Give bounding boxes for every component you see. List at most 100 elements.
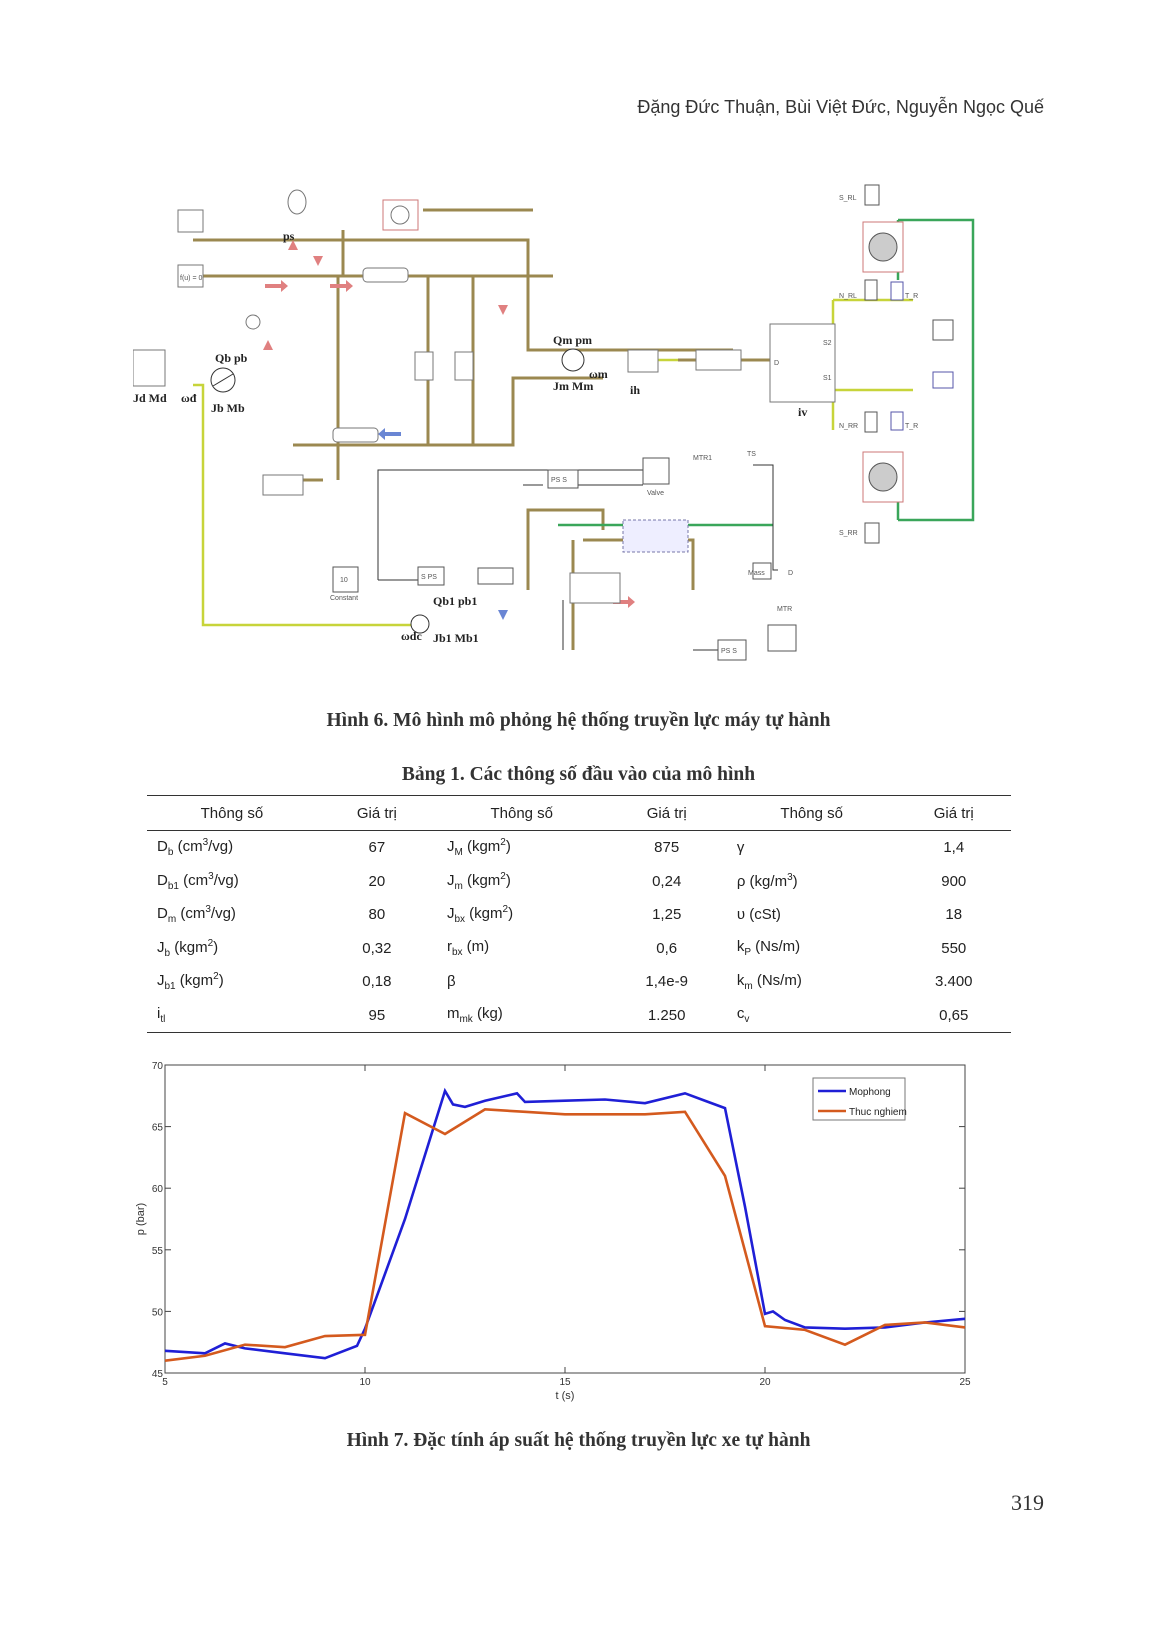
param-symbol: D	[157, 838, 168, 856]
table-header-row: Thông số Giá trị Thông số Giá trị Thông …	[147, 795, 1011, 831]
x-tick-label: 5	[162, 1377, 168, 1388]
table-header: Giá trị	[606, 795, 727, 831]
param-unit: (cm	[178, 871, 209, 889]
param-superscript: 2	[500, 870, 506, 882]
param-value-cell: 67	[368, 839, 386, 857]
param-name-cell: km (Ns/m)	[727, 965, 897, 999]
y-tick-label: 55	[152, 1246, 164, 1257]
param-unit-end: )	[218, 972, 224, 990]
param-unit: (kgm	[462, 838, 501, 856]
svg-text:Jm Mm: Jm Mm	[553, 379, 593, 393]
param-name-cell: Jb1 (kgm2)	[147, 965, 317, 999]
param-name-cell: ρ (kg/m3)	[727, 865, 897, 899]
param-superscript: 2	[502, 904, 509, 916]
param-symbol: D	[157, 871, 168, 889]
param-superscript: 3	[208, 870, 214, 882]
param-symbol: k	[736, 938, 745, 956]
param-unit: (cm	[176, 905, 206, 923]
param-value-cell: 1,25	[652, 906, 682, 924]
param-name-cell: Jm (kgm2)	[437, 865, 607, 899]
param-name-cell: itl	[147, 998, 317, 1033]
svg-text:PS S: PS S	[721, 648, 737, 655]
table-header: Giá trị	[316, 795, 437, 831]
svg-text:MTR1: MTR1	[693, 455, 712, 462]
param-name-cell: kP (Ns/m)	[727, 932, 897, 966]
param-superscript: 3	[205, 904, 211, 916]
param-subscript: b	[167, 847, 174, 859]
param-value-cell: 1.250	[606, 998, 727, 1033]
param-unit: (kg)	[472, 1005, 503, 1023]
table-header: Thông số	[436, 795, 607, 831]
param-symbol: γ	[736, 839, 745, 857]
param-value-cell: 0,32	[362, 939, 392, 957]
svg-text:10: 10	[340, 577, 348, 584]
param-superscript: 2	[207, 937, 214, 949]
param-symbol: D	[157, 905, 168, 923]
param-unit: (Ns/m)	[752, 971, 802, 989]
param-unit-end: /vg)	[210, 905, 236, 923]
diagram-labels: ps Qb pb Jd Md ωđ Jb Mb Qm pm ωm Jm Mm i…	[133, 195, 918, 655]
param-subscript: m	[744, 980, 753, 992]
parameter-table: Thông số Giá trị Thông số Giá trị Thông …	[147, 795, 1011, 1033]
table-header: Thông số	[147, 795, 317, 831]
param-value-cell: 900	[941, 872, 967, 890]
param-symbol: r	[446, 938, 452, 956]
param-symbol: J	[446, 905, 455, 923]
param-symbol: β	[446, 973, 456, 991]
svg-text:S_RR: S_RR	[839, 530, 858, 537]
param-subscript: P	[744, 947, 752, 959]
param-unit: (Ns/m)	[751, 938, 801, 956]
param-subscript: m	[454, 880, 463, 892]
param-unit-end: /vg)	[208, 838, 234, 856]
svg-text:iv: iv	[798, 405, 807, 419]
param-name-cell: Jb (kgm2)	[147, 932, 317, 966]
param-value-cell: 0,24	[652, 872, 682, 890]
param-subscript: b	[164, 947, 171, 959]
figure-7-caption: Hình 7. Đặc tính áp suất hệ thống truyền…	[346, 1430, 811, 1451]
param-unit-end: /vg)	[213, 871, 239, 889]
figure-6-caption: Hình 6. Mô hình mô phỏng hệ thống truyền…	[326, 710, 831, 731]
param-unit: (kgm	[170, 938, 208, 956]
table-header: Giá trị	[896, 795, 1011, 831]
param-symbol: J	[446, 838, 455, 856]
powertrain-simulation-diagram: f(u) = 0	[133, 184, 975, 661]
svg-text:Constant: Constant	[330, 595, 358, 602]
param-name-cell: cv	[726, 998, 897, 1033]
svg-text:D: D	[774, 360, 779, 367]
svg-text:ih: ih	[630, 383, 640, 397]
y-tick-label: 50	[152, 1307, 164, 1318]
param-subscript: m	[167, 914, 177, 926]
svg-text:ωm: ωm	[589, 367, 608, 381]
svg-text:D: D	[788, 570, 793, 577]
param-subscript: M	[454, 847, 463, 859]
svg-text:MTR: MTR	[777, 606, 792, 613]
param-subscript: v	[744, 1014, 750, 1026]
param-symbol: υ	[736, 906, 746, 924]
y-tick-label: 65	[152, 1123, 164, 1134]
y-axis-label: p (bar)	[135, 1203, 147, 1235]
param-unit: (kgm	[175, 972, 214, 990]
param-value-cell: 3.400	[934, 973, 973, 991]
param-superscript: 3	[202, 837, 209, 849]
svg-text:Qb pb: Qb pb	[215, 351, 248, 365]
param-value-cell: 80	[368, 906, 386, 924]
wheel-frame-lines	[558, 218, 975, 527]
param-name-cell: rbx (m)	[437, 932, 607, 966]
svg-text:ωdc: ωdc	[401, 629, 422, 643]
param-value-cell: 0,65	[896, 998, 1011, 1033]
param-symbol: J	[157, 972, 165, 990]
param-subscript: tl	[160, 1014, 166, 1026]
legend-label: Thuc nghiem	[849, 1107, 907, 1118]
svg-text:N_RR: N_RR	[839, 423, 858, 430]
param-name-cell: γ	[727, 831, 897, 865]
svg-text:PS S: PS S	[551, 477, 567, 484]
param-symbol: J	[157, 938, 165, 956]
param-unit: (m)	[462, 938, 490, 956]
param-symbol: m	[446, 1005, 460, 1023]
